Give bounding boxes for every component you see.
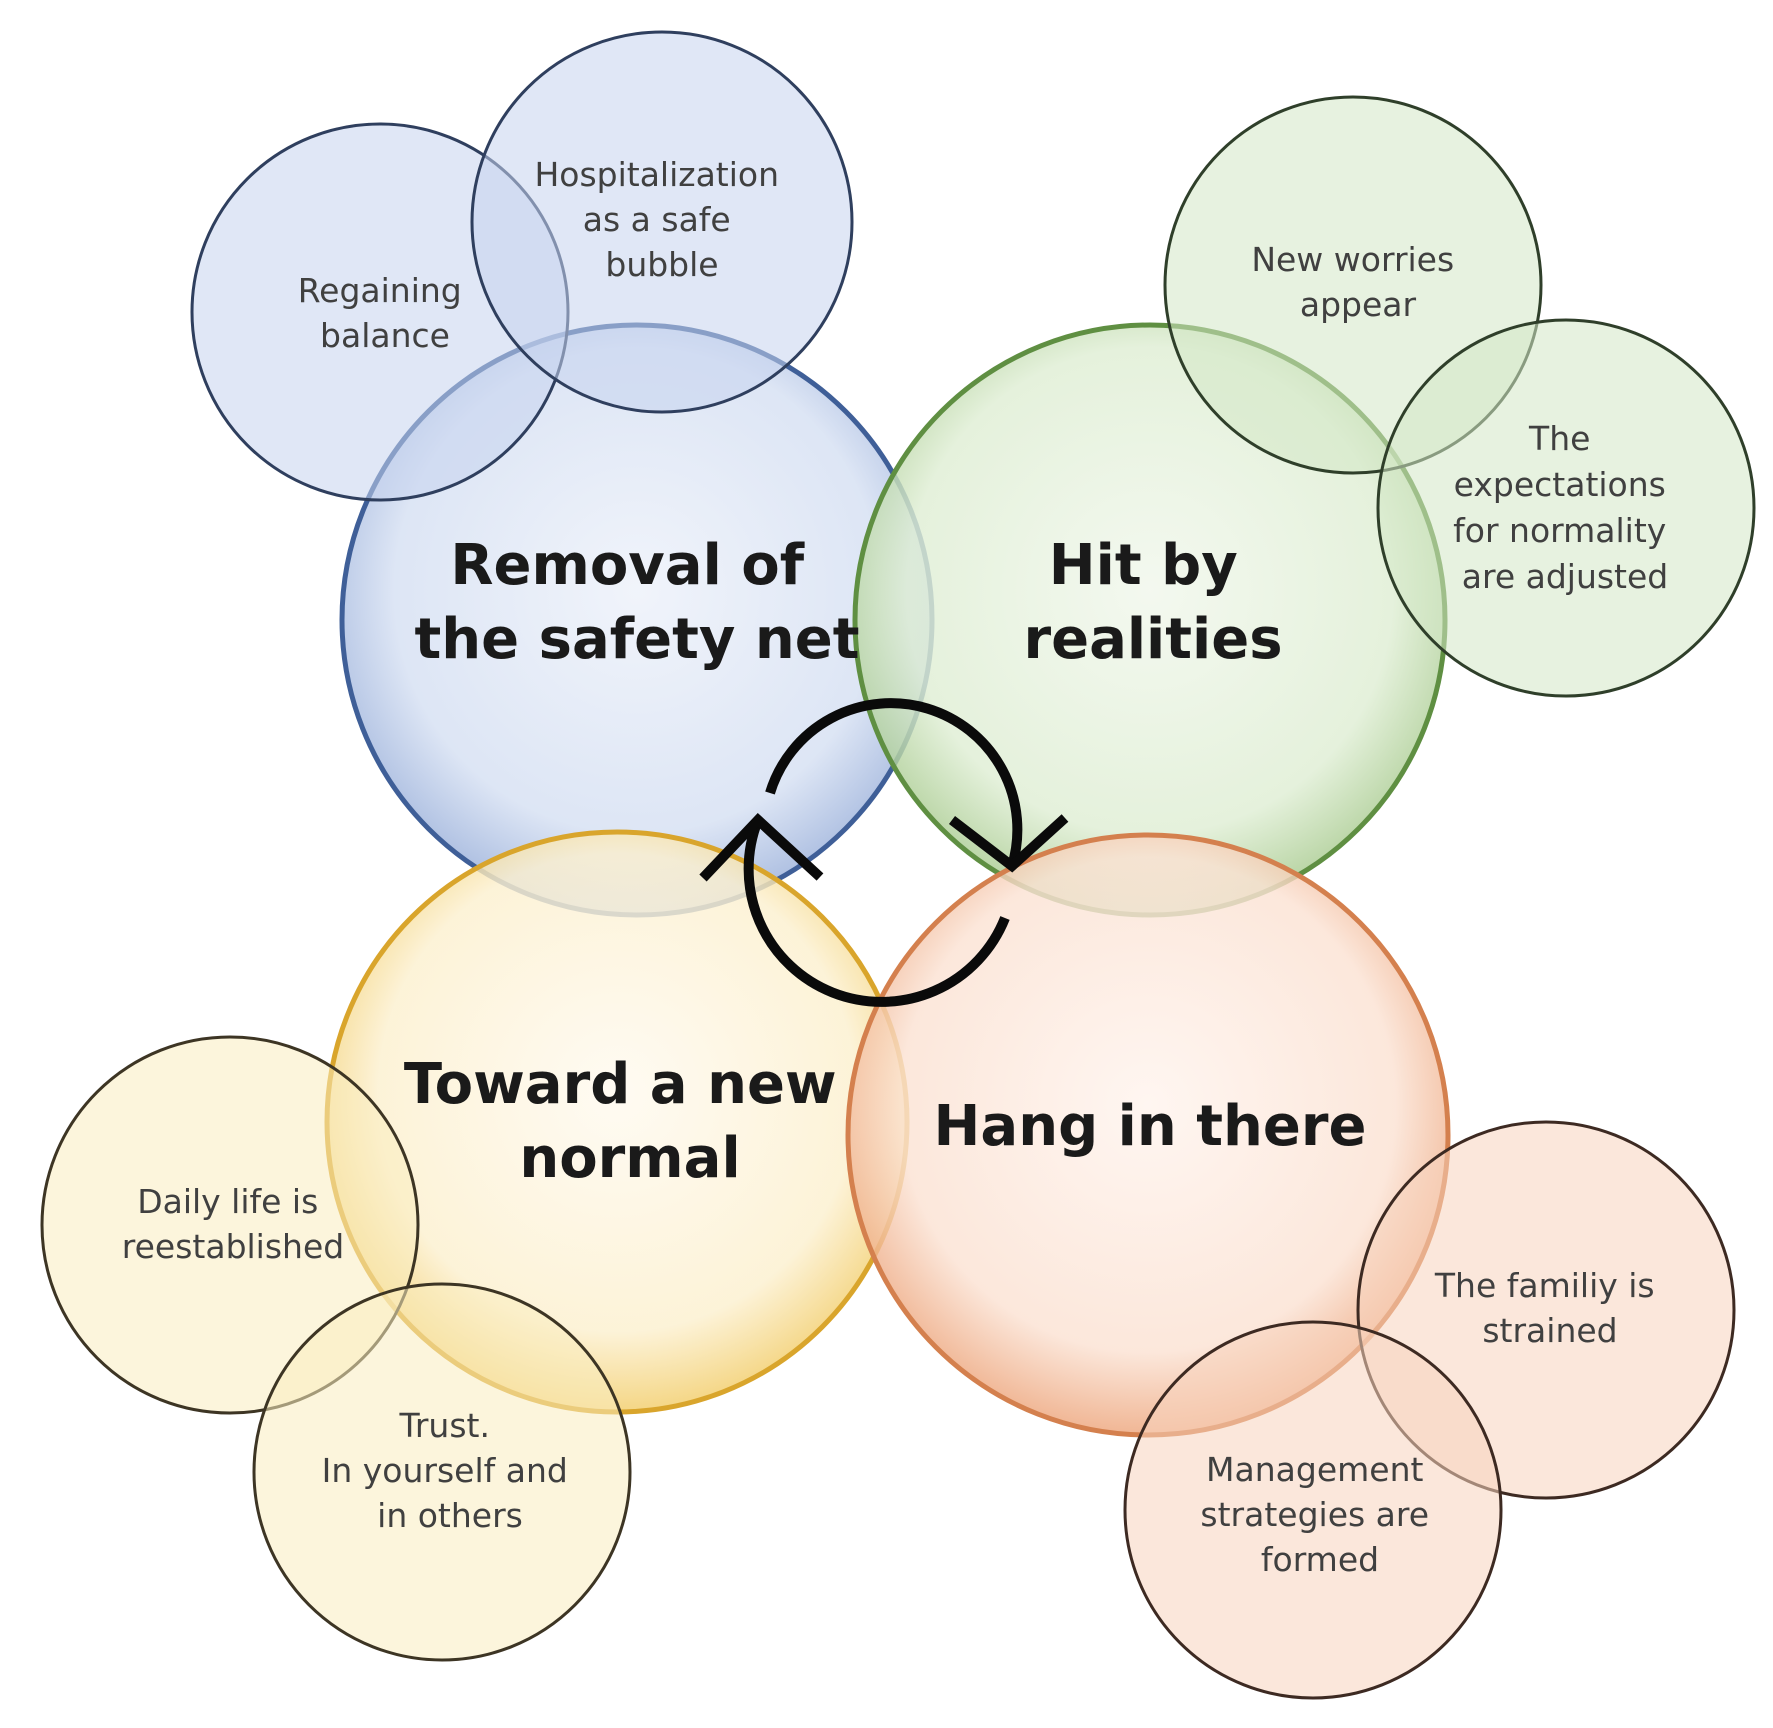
- theme-hang-line: Hang in there: [934, 1094, 1367, 1159]
- subtheme-line: Hospitalization: [534, 155, 779, 194]
- subtheme-line: Regaining: [298, 271, 462, 310]
- subtheme-line: Management: [1206, 1450, 1423, 1489]
- cycle-arrow-lower: [743, 818, 1010, 1007]
- cycle-arrows: [699, 698, 1069, 1007]
- subtheme-hospitalization-circle: [470, 30, 854, 414]
- theme-hit-label: Hit by realities: [1023, 533, 1282, 672]
- subtheme-hospitalization-label: Hospitalization as a safe bubble: [534, 155, 789, 284]
- subtheme-trust-label: Trust. In yourself and in others: [322, 1406, 579, 1535]
- theme-removal-line: the safety net: [415, 607, 860, 672]
- subtheme-expectations-label: The expectations for normality are adjus…: [1453, 419, 1677, 596]
- subtheme-management-circle: [1123, 1320, 1503, 1700]
- subtheme-line: for normality: [1453, 511, 1666, 550]
- subtheme-line: The familiy is: [1434, 1266, 1655, 1305]
- subtheme-daily-life-label: Daily life is reestablished: [122, 1182, 344, 1266]
- subtheme-trust-circle: [252, 1282, 632, 1662]
- subtheme-line: Trust.: [399, 1406, 490, 1445]
- theme-removal-line: Removal of: [450, 533, 804, 598]
- cycle-arrow-upper-head: [948, 814, 1069, 873]
- theme-hit-line: Hit by: [1049, 533, 1238, 598]
- subtheme-line: New worries: [1251, 240, 1454, 279]
- cycle-arrow-upper: [765, 698, 1023, 868]
- theme-toward-label: Toward a new normal: [404, 1052, 856, 1191]
- subtheme-line: reestablished: [122, 1227, 344, 1266]
- subtheme-line: appear: [1300, 285, 1417, 324]
- subtheme-line: strategies are: [1200, 1495, 1429, 1534]
- cycle-arrow-lower-head: [699, 812, 824, 882]
- theme-toward-line: Toward a new: [404, 1052, 837, 1117]
- subtheme-family-strained-label: The familiy is strained: [1434, 1266, 1665, 1350]
- subtheme-line: as a safe: [583, 200, 731, 239]
- theme-hang-label: Hang in there: [934, 1094, 1367, 1159]
- subtheme-line: in others: [377, 1496, 523, 1535]
- subtheme-regaining-balance-label: Regaining balance: [298, 271, 473, 355]
- subtheme-line: Daily life is: [137, 1182, 318, 1221]
- subtheme-line: The: [1528, 419, 1590, 458]
- subtheme-line: expectations: [1454, 465, 1666, 504]
- subtheme-line: strained: [1482, 1311, 1617, 1350]
- subtheme-line: balance: [320, 316, 450, 355]
- theme-removal-label: Removal of the safety net: [415, 533, 860, 672]
- subtheme-line: In yourself and: [322, 1451, 568, 1490]
- subtheme-management-label: Management strategies are formed: [1200, 1450, 1439, 1579]
- subtheme-daily-life-circle: [40, 1035, 420, 1415]
- subtheme-line: are adjusted: [1462, 557, 1669, 596]
- subtheme-new-worries-label: New worries appear: [1251, 240, 1464, 324]
- subtheme-line: bubble: [605, 245, 718, 284]
- subtheme-line: formed: [1261, 1540, 1379, 1579]
- theme-hit-line: realities: [1023, 607, 1282, 672]
- theme-toward-line: normal: [519, 1126, 740, 1191]
- subtheme-expectations-circle: [1376, 318, 1756, 698]
